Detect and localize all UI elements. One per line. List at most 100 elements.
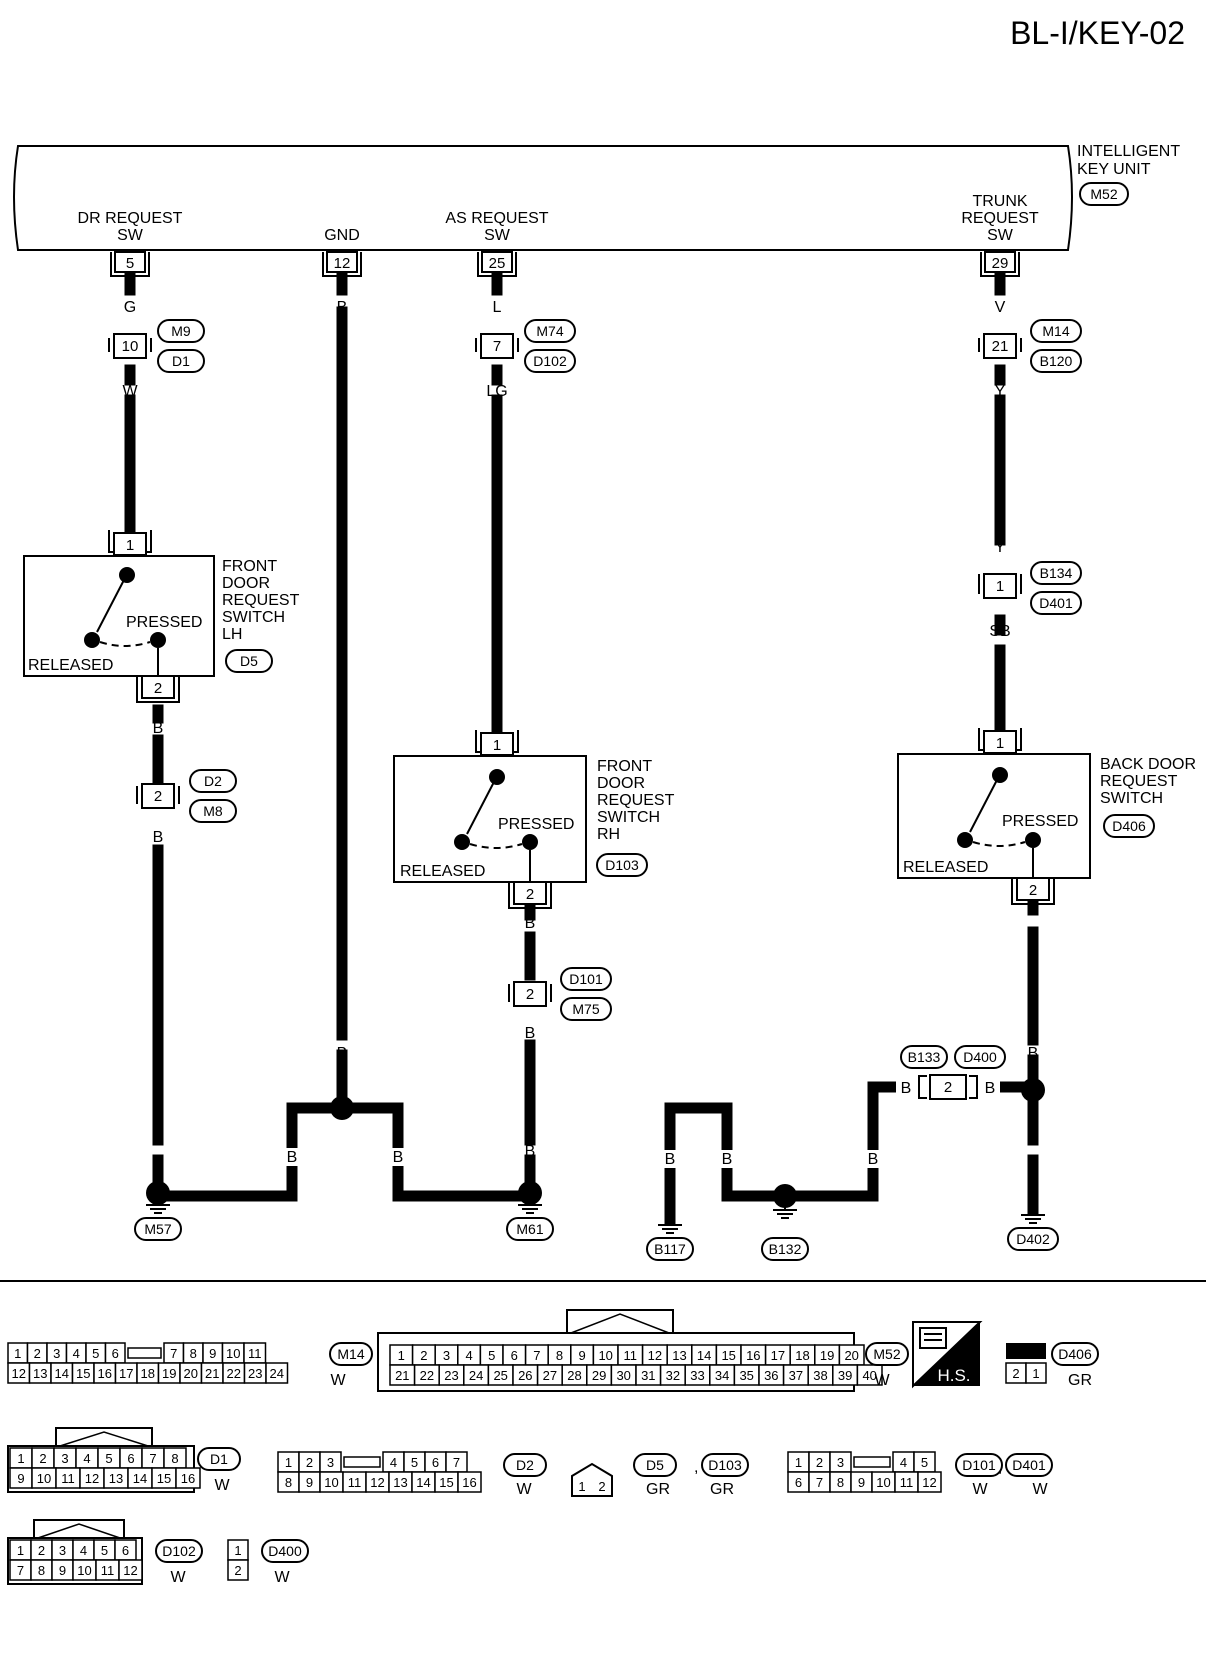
connector-cavity-number: 25	[493, 1368, 507, 1383]
inline-pin: 10	[122, 338, 139, 355]
connector-cavity-number: 7	[17, 1563, 24, 1578]
inline-pin: 1	[996, 578, 1004, 595]
connector-tag: D400	[963, 1049, 997, 1065]
wire-color: B	[985, 1080, 996, 1097]
wire-color: B	[153, 720, 164, 737]
connector-cavity-number: 8	[171, 1451, 178, 1466]
connector-cavity-number: 6	[795, 1475, 802, 1490]
connector-cavity-number: 10	[37, 1471, 51, 1486]
switch-front-door-rh: 1 PRESSED RELEASED 2 FRONT DOOR REQUEST …	[393, 730, 675, 909]
connector-cavity-number: 4	[80, 1543, 87, 1558]
connector-cavity-number: 5	[488, 1348, 495, 1363]
connector-cavity-number: 22	[227, 1366, 241, 1381]
wire-color: LG	[486, 383, 507, 400]
wire-color: B	[901, 1080, 912, 1097]
hs-label: H.S.	[937, 1366, 970, 1385]
connector-cavity-number: 1	[14, 1346, 21, 1361]
connector-cavity-number: 17	[119, 1366, 133, 1381]
connector-cavity-number: 23	[248, 1366, 262, 1381]
comma-separator: ,	[998, 1459, 1002, 1476]
connector-cavity-number: 4	[465, 1348, 472, 1363]
connector-cavity-number: 12	[123, 1563, 137, 1578]
connector-cavity-number: 3	[53, 1346, 60, 1361]
wire-color-as: L	[493, 299, 502, 316]
connector-cavity-number: 28	[567, 1368, 581, 1383]
switch-released-label: RELEASED	[903, 859, 988, 876]
connector-cavity-number: 15	[439, 1475, 453, 1490]
inline-pin: 2	[944, 1079, 952, 1096]
connector-cavity-number: 14	[697, 1348, 711, 1363]
connector-cavity-number: 1	[17, 1451, 24, 1466]
switch-front-door-lh: 1 PRESSED RELEASED 2 FRONT DOOR REQUEST …	[23, 530, 300, 703]
switch-pin-in: 1	[493, 737, 501, 754]
grounds: M57 M61 B117 B132 D402	[134, 1204, 1059, 1261]
connector-cavity-number: 2	[34, 1346, 41, 1361]
connector-cavity-number: 6	[511, 1348, 518, 1363]
ground-tag: B132	[769, 1241, 802, 1257]
connector-cavity-number: 18	[141, 1366, 155, 1381]
connector-cavity-number: 31	[641, 1368, 655, 1383]
connector-tag: D1	[172, 353, 190, 369]
connector-cavity-number: 12	[85, 1471, 99, 1486]
wire-color: B	[153, 1153, 164, 1170]
connector-cavity-number: 1	[17, 1543, 24, 1558]
inline-connector-m14-b120: 21 M14 B120 Y	[978, 319, 1082, 400]
connector-cavity-number: 10	[226, 1346, 240, 1361]
connector-cavity-number: 5	[411, 1455, 418, 1470]
connector-cavity-number: 13	[672, 1348, 686, 1363]
intelligent-key-unit: INTELLIGENT KEY UNIT M52 DR REQUEST SW G…	[13, 143, 1180, 251]
connector-cavity-number: 1	[795, 1455, 802, 1470]
connector-color: GR	[1068, 1372, 1092, 1389]
connector-cavity-number: 39	[838, 1368, 852, 1383]
wire-color-trunk: V	[995, 299, 1006, 316]
connector-cavity-number: 4	[83, 1451, 90, 1466]
switch-name: FRONT	[597, 758, 652, 775]
switch-pin-in: 1	[996, 735, 1004, 752]
connector-cavity-number: 30	[616, 1368, 630, 1383]
connector-cavity-number: 38	[813, 1368, 827, 1383]
connector-cavity-number: 1	[578, 1479, 585, 1494]
connector-cavity-number: 11	[101, 1563, 115, 1578]
connector-cavity-number: 8	[38, 1563, 45, 1578]
inline-connector-m74-d102: 7 M74 D102 LG	[475, 319, 576, 400]
unit-name-line2: KEY UNIT	[1077, 161, 1151, 178]
connector-cavity-number: 8	[285, 1475, 292, 1490]
connector-tag: D102	[533, 353, 567, 369]
wire-color: B	[393, 1149, 404, 1166]
switch-released-label: RELEASED	[28, 657, 113, 674]
connector-cavity-number: 9	[17, 1471, 24, 1486]
terminal-pin-trunk: 29	[992, 255, 1009, 272]
connector-cavity-number: 20	[844, 1348, 858, 1363]
connector-cavity-number: 32	[666, 1368, 680, 1383]
switch-name: LH	[222, 626, 242, 643]
connector-tag: D406	[1112, 818, 1146, 834]
connector-color: W	[214, 1477, 230, 1494]
wire-color: B	[525, 915, 536, 932]
switch-released-label: RELEASED	[400, 863, 485, 880]
switch-name: SWITCH	[1100, 790, 1163, 807]
connector-cavity-number: 9	[306, 1475, 313, 1490]
switch-name: RH	[597, 826, 620, 843]
connector-tag: B133	[908, 1049, 941, 1065]
connector-cavity-number: 6	[127, 1451, 134, 1466]
unit-name-line1: INTELLIGENT	[1077, 143, 1180, 160]
connector-color: W	[330, 1372, 346, 1389]
connector-id-tag: D400	[268, 1543, 302, 1559]
terminal-trunk-label2: REQUEST	[961, 210, 1039, 227]
ground-symbol: B117	[646, 1224, 694, 1261]
connector-cavity-number: 9	[59, 1563, 66, 1578]
terminal-as-label2: SW	[484, 227, 511, 244]
connector-cavity-number: 11	[348, 1475, 362, 1490]
connector-cavity-number: 7	[816, 1475, 823, 1490]
connector-cavity-number: 4	[73, 1346, 80, 1361]
connector-cavity-number: 1	[398, 1348, 405, 1363]
connector-cavity-number: 8	[190, 1346, 197, 1361]
connector-cavity-number: 2	[420, 1348, 427, 1363]
connector-color: W	[170, 1569, 186, 1586]
